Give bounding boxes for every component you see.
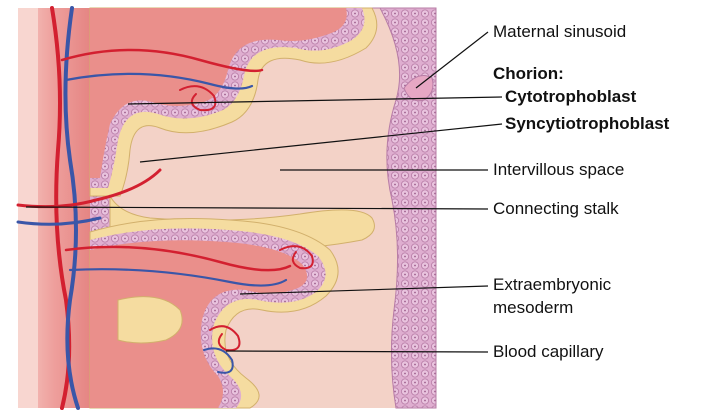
label-blood-capillary: Blood capillary [493, 342, 604, 362]
label-connecting-stalk: Connecting stalk [493, 199, 619, 219]
label-intervillous-space: Intervillous space [493, 160, 624, 180]
label-extraembryonic: Extraembryonic [493, 275, 611, 295]
label-mesoderm: mesoderm [493, 298, 573, 318]
label-syncytiotrophoblast: Syncytiotrophoblast [505, 114, 669, 134]
connecting-stalk-edge [18, 8, 38, 408]
small-villus [118, 297, 182, 343]
label-cytotrophoblast: Cytotrophoblast [505, 87, 636, 107]
label-chorion: Chorion: [493, 64, 564, 84]
label-maternal-sinusoid: Maternal sinusoid [493, 22, 626, 42]
